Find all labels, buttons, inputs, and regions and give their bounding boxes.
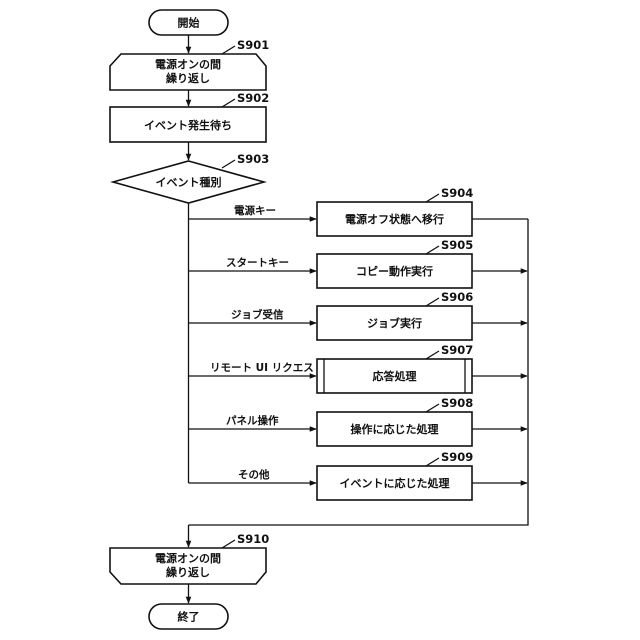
step-id-s909: S909 xyxy=(441,450,473,464)
branch-job-receive: ジョブ受信 ジョブ実行 S906 xyxy=(189,290,528,340)
branch-label-s908: パネル操作 xyxy=(226,414,279,427)
action-label-s906: ジョブ実行 xyxy=(367,316,422,330)
wait-event-label: イベント発生待ち xyxy=(144,118,232,132)
step-id-s910: S910 xyxy=(237,532,269,546)
branch-power-key: 電源キー 電源オフ状態へ移行 S904 xyxy=(189,186,529,236)
action-label-s905: コピー動作実行 xyxy=(356,264,433,278)
step-tick-s901 xyxy=(222,46,235,54)
loop-end-line-2: 繰り返し xyxy=(166,565,210,579)
loop-start-line-1: 電源オンの間 xyxy=(155,57,221,71)
loop-end-line-1: 電源オンの間 xyxy=(155,551,221,565)
branch-remote-ui-request: リモート UI リクエスト 応答処理 S907 xyxy=(189,343,528,393)
branch-label-s909: その他 xyxy=(238,468,270,481)
loop-start-node: 電源オンの間 繰り返し xyxy=(110,54,266,90)
step-id-s908: S908 xyxy=(441,396,473,410)
step-id-s906: S906 xyxy=(441,290,473,304)
action-label-s908: 操作に応じた処理 xyxy=(351,422,439,436)
end-node: 終了 xyxy=(149,604,228,629)
start-node: 開始 xyxy=(149,10,228,35)
step-id-s903: S903 xyxy=(237,152,269,166)
step-id-s907: S907 xyxy=(441,343,473,357)
step-id-s904: S904 xyxy=(441,186,473,200)
step-id-s901: S901 xyxy=(237,38,269,52)
step-tick-s907 xyxy=(426,351,439,359)
step-tick-s904 xyxy=(426,194,439,202)
action-label-s909: イベントに応じた処理 xyxy=(340,476,450,490)
event-type-decision: イベント種別 xyxy=(113,161,264,203)
start-label: 開始 xyxy=(178,16,200,30)
step-tick-s903 xyxy=(222,160,235,168)
branch-label-s906: ジョブ受信 xyxy=(231,308,284,321)
action-label-s904: 電源オフ状態へ移行 xyxy=(345,212,444,226)
step-id-s905: S905 xyxy=(441,238,473,252)
step-tick-s905 xyxy=(426,246,439,254)
branch-start-key: スタートキー コピー動作実行 S905 xyxy=(189,238,528,288)
step-tick-s909 xyxy=(426,458,439,466)
end-label: 終了 xyxy=(178,610,200,624)
step-tick-s902 xyxy=(222,99,235,107)
step-tick-s908 xyxy=(426,404,439,412)
decision-label: イベント種別 xyxy=(156,175,222,189)
step-tick-s910 xyxy=(222,540,235,548)
step-tick-s906 xyxy=(426,298,439,306)
loop-end-node: 電源オンの間 繰り返し xyxy=(110,548,266,584)
branch-label-s904: 電源キー xyxy=(234,204,276,217)
branch-label-s907: リモート UI リクエスト xyxy=(210,362,324,374)
wait-event-node: イベント発生待ち xyxy=(110,107,266,142)
loop-start-line-2: 繰り返し xyxy=(166,71,210,85)
branch-other: その他 イベントに応じた処理 S909 xyxy=(189,450,528,500)
branch-panel-operation: パネル操作 操作に応じた処理 S908 xyxy=(189,396,528,446)
step-id-s902: S902 xyxy=(237,91,269,105)
action-label-s907: 応答処理 xyxy=(373,369,417,383)
branch-label-s905: スタートキー xyxy=(226,257,289,269)
